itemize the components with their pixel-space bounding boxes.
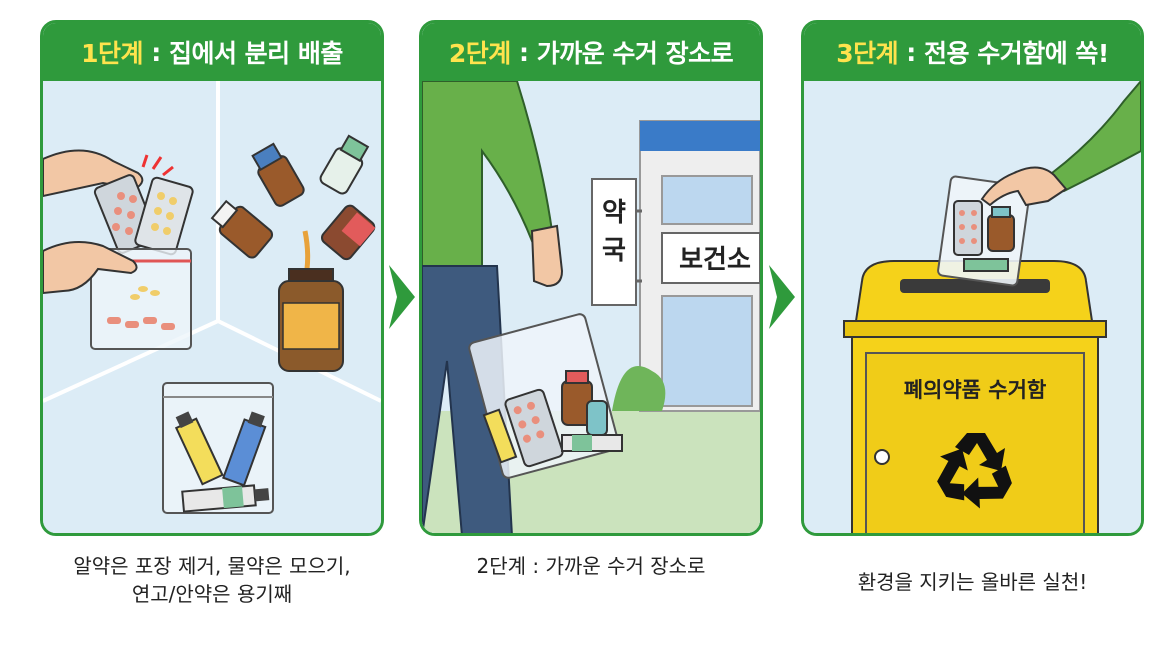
- step-panel-3: 3단계 : 전용 수거함에 쏙! 폐의약품 수거함: [801, 20, 1144, 536]
- caption-line: 연고/안약은 용기째: [131, 582, 293, 606]
- step-number-1: 1단계: [81, 39, 144, 68]
- sign-pharmacy-1: 약: [602, 198, 626, 228]
- arrow-right-icon: [389, 265, 415, 329]
- step-header-1: 1단계 : 집에서 분리 배출: [43, 23, 381, 81]
- medicine-bottle-icon: [210, 134, 376, 372]
- step-number-2: 2단계: [448, 39, 511, 68]
- arrow-right-icon: [769, 265, 795, 329]
- step-title-1: 집에서 분리 배출: [168, 39, 343, 68]
- recycle-icon: [937, 433, 1012, 509]
- caption-line: 2단계 : 가까운 수거 장소로: [476, 554, 706, 578]
- step-title-2: 가까운 수거 장소로: [536, 39, 734, 68]
- step-separator-3: :: [898, 37, 924, 67]
- step-panel-2: 2단계 : 가까운 수거 장소로 보건소 약 국: [419, 20, 763, 536]
- medicine-bag-icon: [468, 313, 623, 479]
- step-panel-1: 1단계 : 집에서 분리 배출: [40, 20, 384, 536]
- bin-label: 폐의약품 수거함: [904, 378, 1047, 402]
- step-caption-3: 환경을 지키는 올바른 실천!: [801, 568, 1144, 596]
- step-number-3: 3단계: [836, 39, 899, 68]
- step-caption-2: 2단계 : 가까운 수거 장소로: [419, 552, 763, 580]
- caption-line: 알약은 포장 제거, 물약은 모으기,: [73, 554, 351, 578]
- step-header-3: 3단계 : 전용 수거함에 쏙!: [804, 23, 1141, 81]
- step-title-3: 전용 수거함에 쏙!: [924, 39, 1109, 68]
- step-illustration-2: 보건소 약 국: [422, 81, 760, 533]
- sign-health-center: 보건소: [679, 245, 751, 275]
- step-caption-1: 알약은 포장 제거, 물약은 모으기, 연고/안약은 용기째: [40, 552, 384, 608]
- step-separator-2: :: [510, 37, 537, 67]
- ointment-tube-icon: [162, 382, 274, 514]
- medicine-bag-icon: [937, 175, 1031, 287]
- step-illustration-3: 폐의약품 수거함: [804, 81, 1141, 533]
- sign-pharmacy-2: 국: [602, 236, 626, 266]
- pill-bag-icon: [43, 241, 192, 350]
- step-separator-1: :: [143, 37, 169, 67]
- step-illustration-1: [43, 81, 381, 533]
- caption-line: 환경을 지키는 올바른 실천!: [857, 570, 1088, 594]
- step-header-2: 2단계 : 가까운 수거 장소로: [422, 23, 760, 81]
